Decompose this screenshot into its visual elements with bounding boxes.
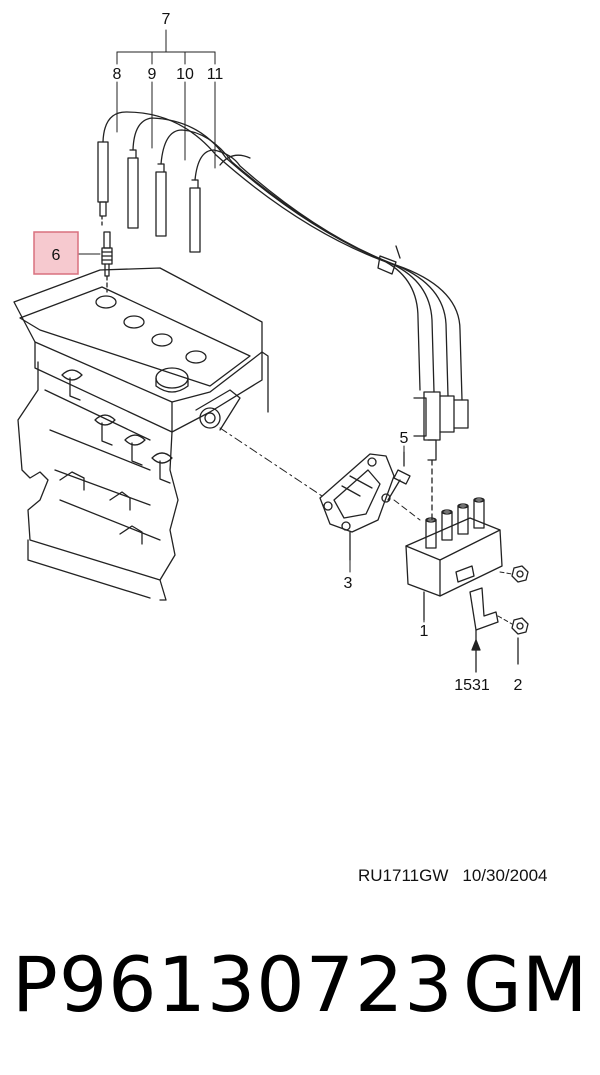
callout-1: 1 — [420, 623, 429, 640]
callout-2: 2 — [514, 677, 523, 694]
spark-plug — [101, 231, 113, 293]
callout-6: 6 — [52, 247, 61, 264]
callout-10: 10 — [176, 66, 194, 83]
ignition-coil — [405, 497, 503, 621]
drawing-date: 10/30/2004 — [462, 866, 548, 885]
part-number: P96130723 — [12, 940, 454, 1029]
highlight-box — [33, 231, 79, 275]
leader-lines — [67, 29, 513, 625]
brand-name: GM — [463, 940, 588, 1029]
ignition-wire-set — [97, 111, 469, 521]
drawing-reference: RU1711GW 10/30/2004 — [358, 866, 547, 886]
callout-1531: 1531 — [454, 677, 490, 694]
callout-3: 3 — [344, 575, 353, 592]
coil-bracket — [319, 453, 395, 561]
nut-lower — [511, 617, 529, 665]
callout-5: 5 — [400, 430, 409, 447]
mounting-clip — [469, 587, 499, 673]
bolt — [387, 451, 411, 501]
nut-upper — [511, 565, 529, 583]
drawing-code: RU1711GW — [358, 866, 449, 885]
callout-11: 11 — [207, 66, 224, 83]
callout-9: 9 — [148, 66, 157, 83]
callout-8: 8 — [113, 66, 122, 83]
callout-7: 7 — [162, 11, 171, 28]
engine-block — [13, 267, 269, 601]
